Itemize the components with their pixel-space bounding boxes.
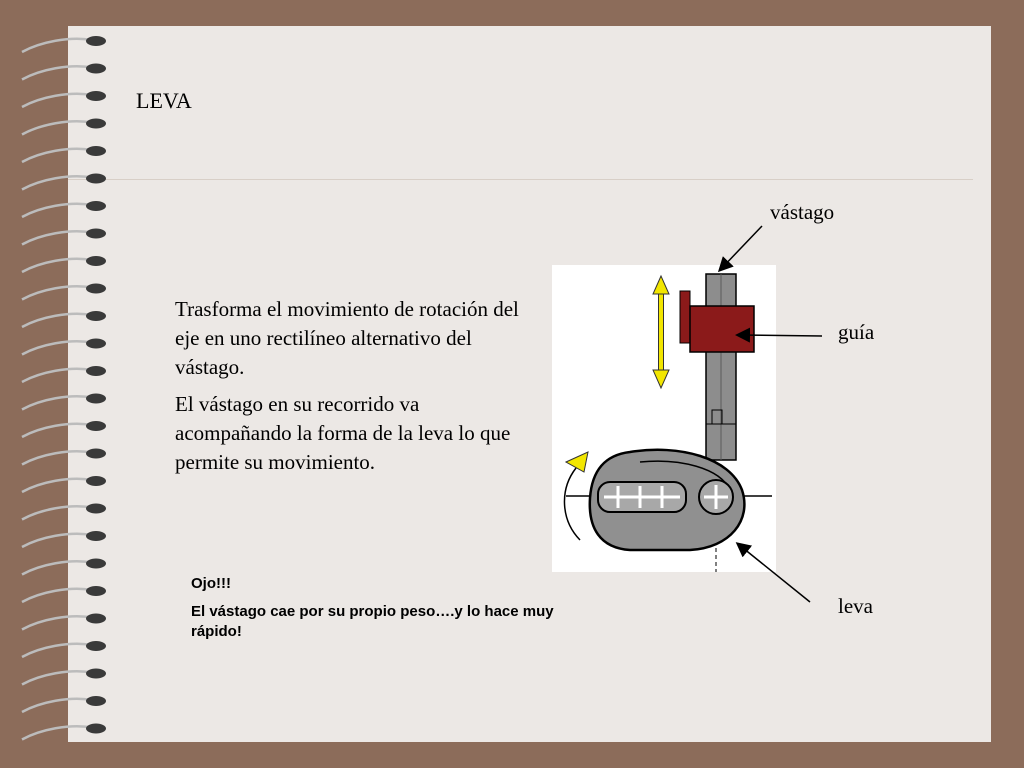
spiral-hole (86, 283, 106, 294)
spiral-ring (21, 477, 93, 494)
guide-block (689, 305, 755, 353)
spiral-hole (86, 338, 106, 349)
spiral-ring (21, 449, 93, 466)
label-cam: leva (838, 594, 873, 618)
spiral-hole (86, 696, 106, 706)
spiral-ring (21, 312, 93, 329)
guide-bracket (679, 290, 691, 344)
note-text: El vástago cae por su propio peso….y lo … (191, 603, 554, 640)
spiral-hole (86, 723, 106, 734)
spiral-ring (21, 504, 93, 521)
spiral-ring (21, 174, 93, 191)
spiral-ring (21, 614, 93, 631)
spiral-ring (21, 724, 93, 741)
spiral-ring (21, 202, 93, 219)
spiral-ring (21, 559, 93, 576)
pointer-cam (735, 542, 811, 603)
rotation-arc (563, 467, 581, 541)
paragraph-1: Trasforma el movimiento de rotación del … (175, 297, 519, 379)
warning-note: Ojo!!! El vástago cae por su propio peso… (191, 574, 571, 650)
spiral-hole (86, 448, 106, 459)
note-heading: Ojo!!! (191, 575, 231, 592)
spiral-ring (21, 119, 93, 136)
spiral-binding (21, 36, 106, 741)
spiral-hole (86, 91, 106, 101)
spiral-hole (86, 503, 106, 514)
spiral-ring (21, 367, 93, 384)
spiral-ring (21, 697, 93, 714)
spiral-hole (86, 668, 106, 679)
rotation-arrowhead (564, 451, 589, 473)
spiral-hole (86, 201, 106, 211)
spiral-hole (86, 613, 106, 624)
spiral-ring (21, 669, 93, 686)
spiral-ring (21, 92, 93, 109)
divider-line (68, 179, 973, 180)
spiral-hole (86, 36, 106, 46)
spiral-hole (86, 586, 106, 596)
label-guide: guía (838, 320, 875, 344)
spiral-hole (86, 476, 106, 486)
spiral-ring (21, 339, 93, 356)
spiral-hole (86, 228, 106, 239)
spiral-hole (86, 421, 106, 431)
spiral-hole (86, 531, 106, 541)
spiral-hole (86, 173, 106, 184)
spiral-ring (21, 64, 93, 81)
pointer-rod (717, 225, 763, 273)
spiral-hole (86, 256, 106, 266)
spiral-hole (86, 146, 106, 156)
spiral-ring (21, 532, 93, 549)
label-rod: vástago (770, 200, 835, 224)
paragraph-2: El vástago en su recorrido va acompañand… (175, 392, 511, 474)
spiral-hole (86, 366, 106, 376)
spiral-hole (86, 641, 106, 651)
pointer-guide (735, 327, 823, 343)
spiral-hole (86, 393, 106, 404)
slide-title: LEVA (136, 88, 192, 113)
spiral-ring (21, 147, 93, 164)
spiral-hole (86, 558, 106, 569)
spiral-hole (86, 311, 106, 321)
notebook-page (68, 26, 991, 742)
spiral-ring (21, 642, 93, 659)
spiral-ring (21, 229, 93, 246)
spiral-ring (21, 394, 93, 411)
spiral-ring (21, 422, 93, 439)
body-text: Trasforma el movimiento de rotación del … (175, 295, 535, 485)
spiral-ring (21, 37, 93, 54)
spiral-ring (21, 284, 93, 301)
spiral-hole (86, 118, 106, 129)
spiral-hole (86, 63, 106, 74)
spiral-ring (21, 257, 93, 274)
spiral-ring (21, 587, 93, 604)
